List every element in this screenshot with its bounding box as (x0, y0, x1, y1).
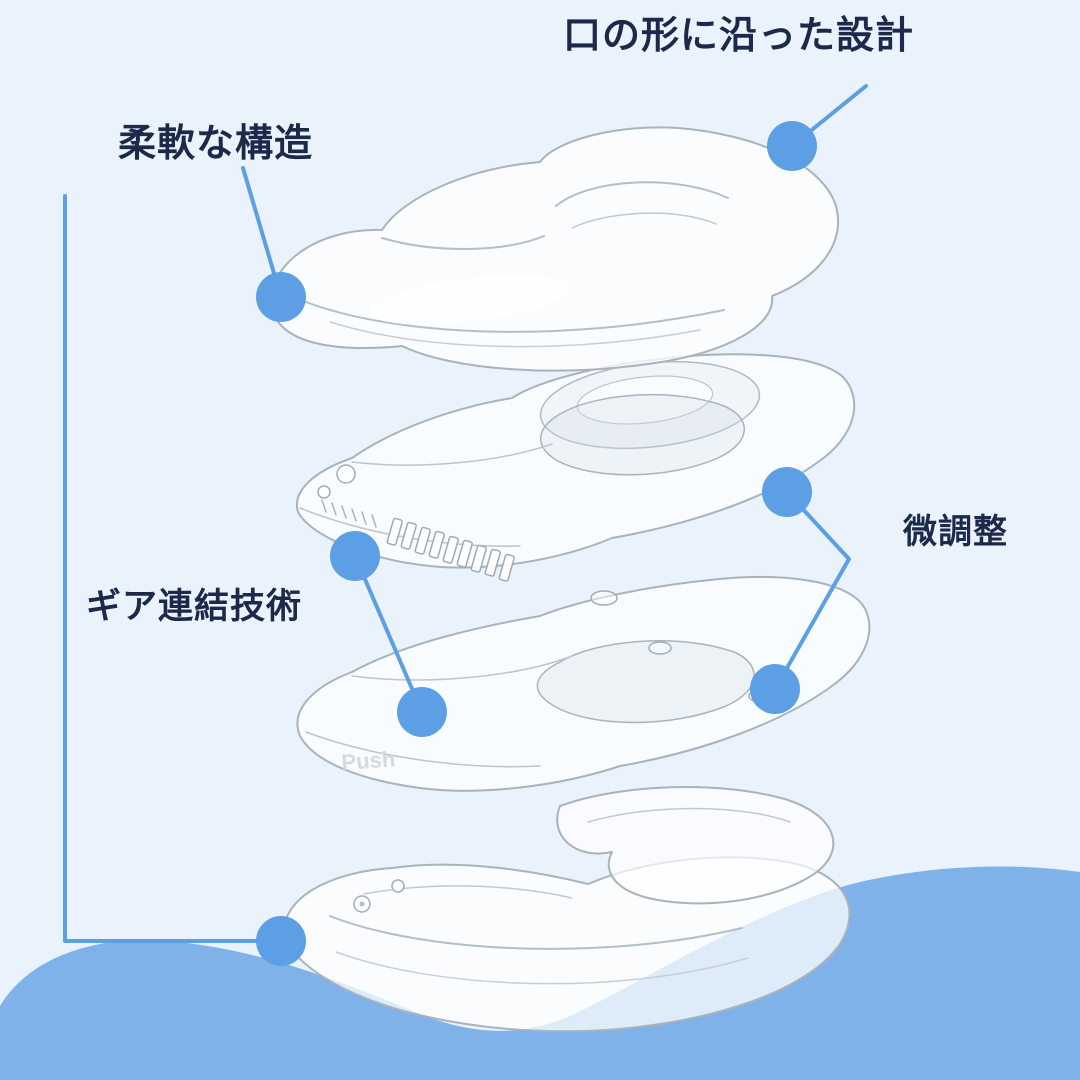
label-gear-connection: ギア連結技術 (86, 587, 303, 626)
label-mouth-shape-design: 口の形に沿った設計 (563, 15, 915, 57)
callout-dot-gear-bottom (397, 687, 447, 737)
label-fine-adjustment: 微調整 (903, 513, 1008, 551)
callout-dot-design (767, 121, 817, 171)
callout-dot-fine-top (762, 467, 812, 517)
callout-line-flexible-bracket (63, 194, 283, 943)
ratchet-scale-ticks (321, 499, 377, 528)
label-flexible-structure: 柔軟な構造 (118, 123, 314, 165)
callout-dot-gear-top (330, 531, 380, 581)
callout-dot-flexible-base (256, 916, 306, 966)
lower-plate-layer: Push (296, 576, 871, 792)
upper-tray-layer (270, 126, 839, 372)
hinge-band (556, 786, 835, 905)
callout-line-fine-adjustment (773, 490, 851, 691)
embossed-push-text: Push (341, 746, 396, 775)
callout-dot-fine-bottom (750, 664, 800, 714)
mouthguard-exploded-view: Push (270, 126, 871, 1033)
callout-line-gear (353, 554, 424, 714)
callout-dots (256, 121, 817, 966)
ratchet-teeth (386, 517, 515, 582)
gear-plate-layer (295, 353, 856, 582)
callout-dot-flexible (256, 272, 306, 322)
